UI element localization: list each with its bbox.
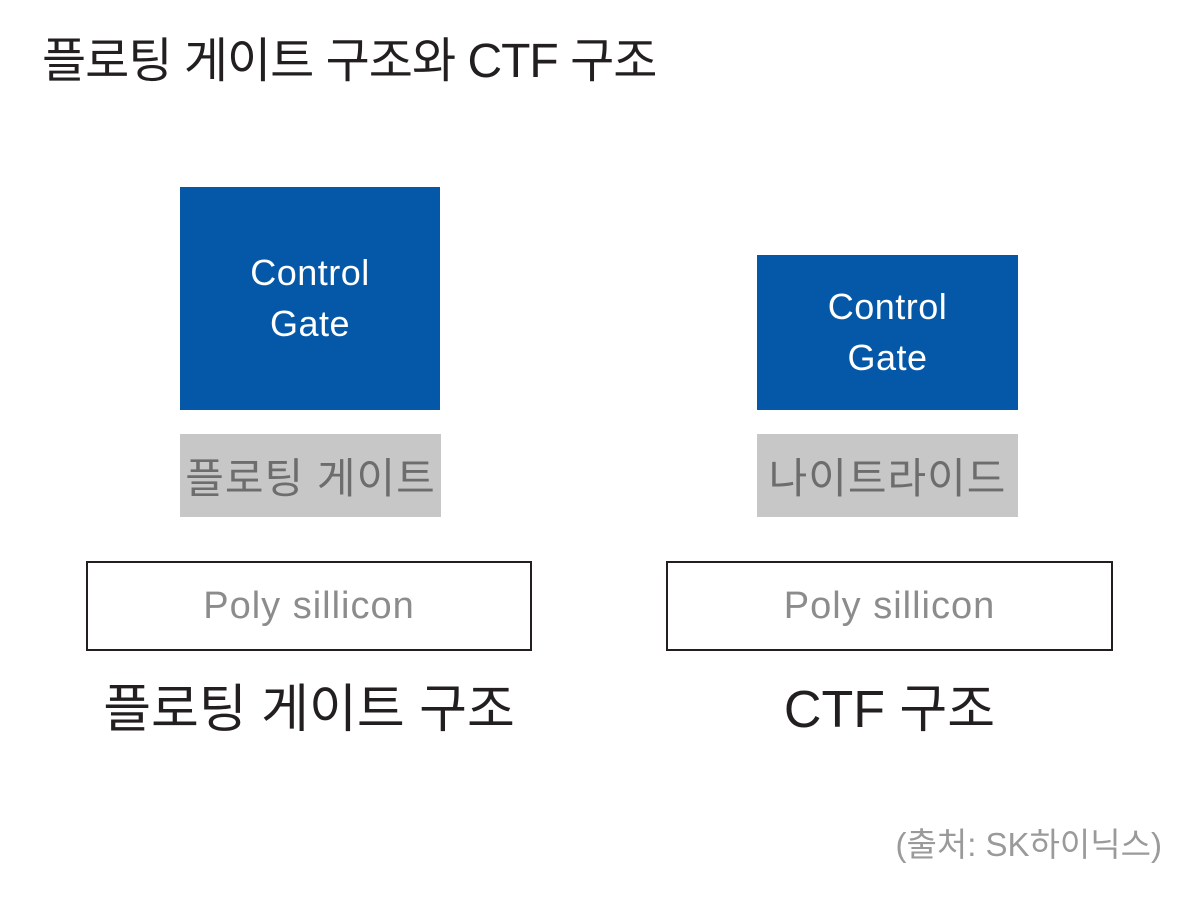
left-floating-gate-label: 플로팅 게이트 <box>185 455 436 502</box>
right-structure-caption: CTF 구조 <box>783 681 996 739</box>
diagram-title: 플로팅 게이트 구조와 CTF 구조 <box>42 35 657 88</box>
right-poly-silicon-layer: Poly sillicon <box>666 561 1113 651</box>
left-control-gate-layer: Control Gate <box>180 187 440 410</box>
left-poly-silicon-label: Poly sillicon <box>203 584 415 627</box>
left-floating-gate-layer: 플로팅 게이트 <box>180 434 441 517</box>
source-credit: (출처: SK하이닉스) <box>895 826 1163 863</box>
right-nitride-label: 나이트라이드 <box>768 455 1007 502</box>
right-control-gate-layer: Control Gate <box>757 255 1018 410</box>
left-control-gate-label: Control Gate <box>250 252 370 344</box>
left-poly-silicon-layer: Poly sillicon <box>86 561 532 651</box>
right-poly-silicon-label: Poly sillicon <box>783 584 996 627</box>
left-structure-caption: 플로팅 게이트 구조 <box>103 681 515 739</box>
right-nitride-layer: 나이트라이드 <box>757 434 1018 517</box>
right-control-gate-label: Control Gate <box>827 286 948 378</box>
